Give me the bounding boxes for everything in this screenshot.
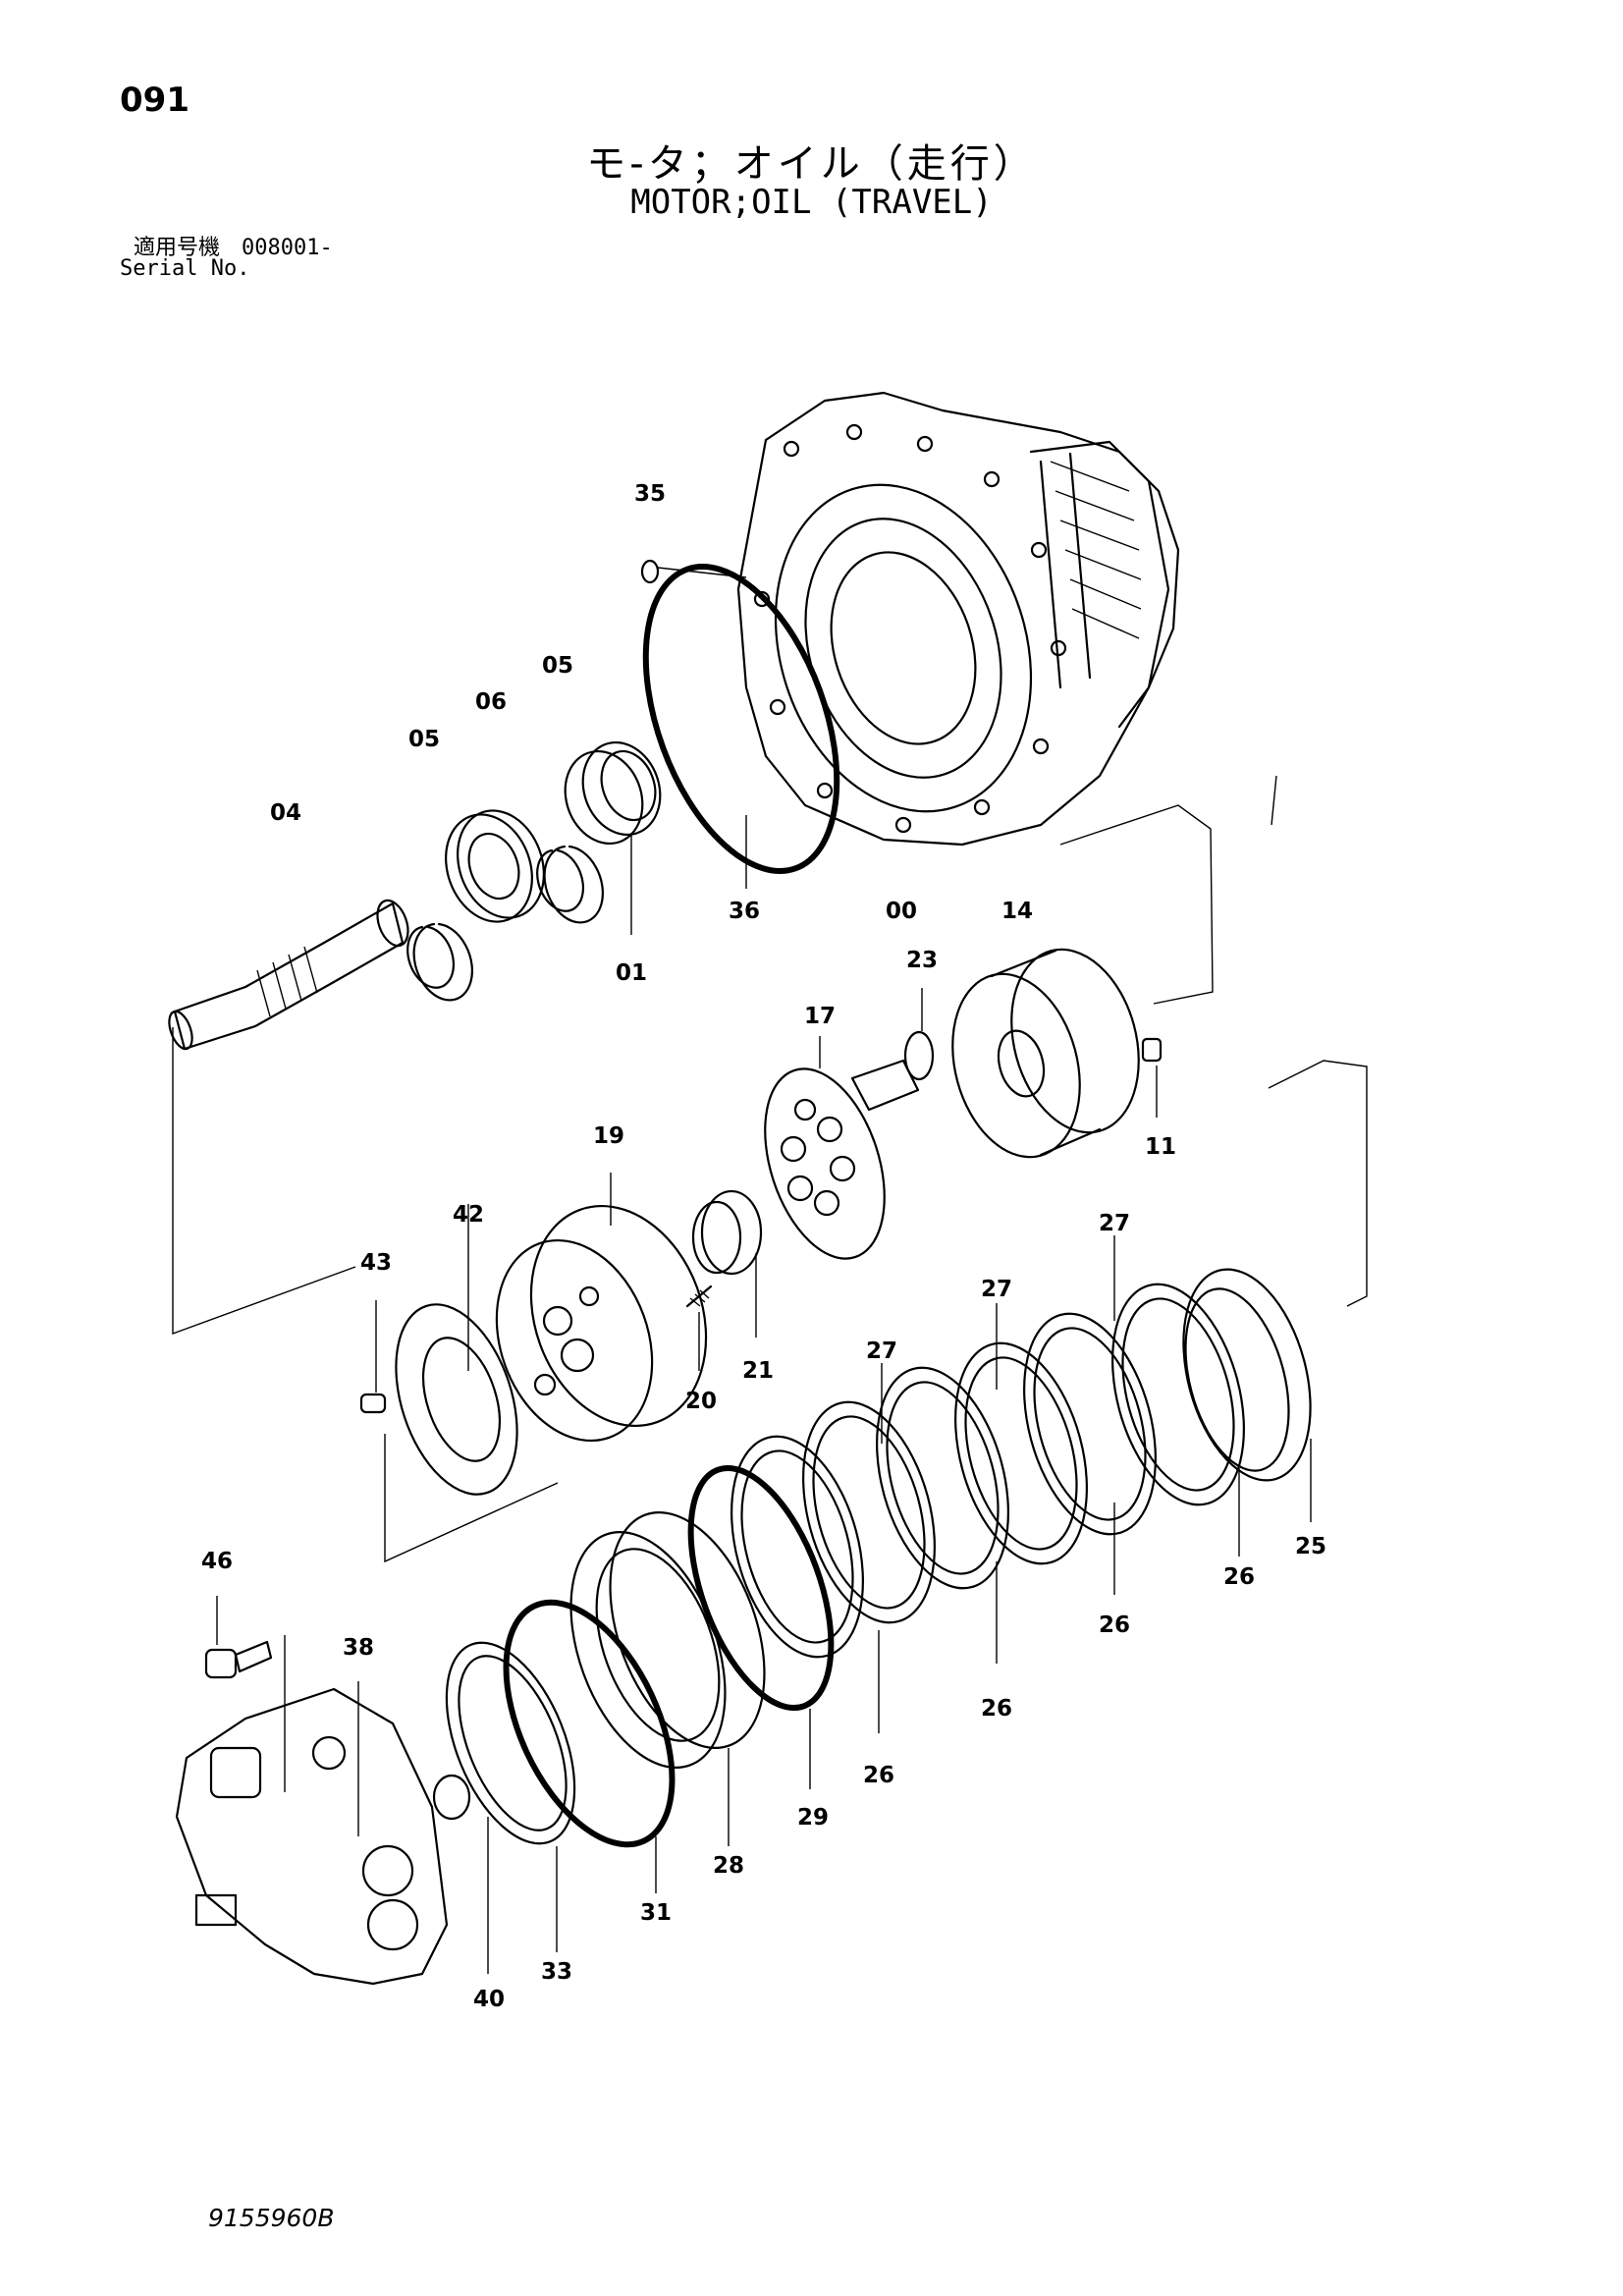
callout-26-a: 26 — [1223, 1564, 1255, 1590]
callout-35: 35 — [634, 481, 666, 507]
part-ring-33 — [445, 1641, 576, 1845]
serial-label-japanese: 適用号機 008001- — [134, 236, 333, 260]
callout-14: 14 — [1001, 899, 1033, 924]
callout-26-d: 26 — [863, 1763, 894, 1788]
callout-21: 21 — [742, 1358, 774, 1384]
page-number: 091 — [120, 81, 189, 120]
part-bearing-06 — [445, 809, 545, 923]
part-shaft-04 — [168, 899, 409, 1051]
part-o-ring-36 — [642, 564, 840, 874]
callout-29: 29 — [797, 1805, 829, 1831]
callout-27-c: 27 — [1099, 1211, 1130, 1236]
callout-05-lower: 05 — [408, 727, 440, 752]
part-plug-35 — [640, 559, 660, 584]
callout-26-c: 26 — [981, 1696, 1012, 1722]
callout-labels: 35 05 06 05 04 36 00 01 14 23 17 11 19 4… — [201, 481, 1326, 2012]
part-housing — [736, 391, 1180, 847]
leader-lines — [172, 567, 1368, 1974]
part-snap-ring-05 — [406, 845, 604, 1002]
part-piston-14 — [951, 948, 1140, 1159]
callout-36: 36 — [729, 899, 760, 924]
callout-40: 40 — [473, 1987, 505, 2012]
callout-33: 33 — [541, 1959, 572, 1985]
callout-27-a: 27 — [866, 1339, 897, 1364]
part-piston-28 — [569, 1511, 766, 1769]
part-seal-01 — [564, 740, 662, 846]
callout-46: 46 — [201, 1549, 233, 1574]
callout-00: 00 — [886, 899, 917, 924]
part-bolt-46 — [204, 1640, 273, 1679]
callout-26-b: 26 — [1099, 1613, 1130, 1638]
callout-11: 11 — [1145, 1134, 1176, 1160]
callout-20: 20 — [685, 1389, 717, 1414]
callout-38: 38 — [343, 1635, 374, 1661]
part-pin-43 — [359, 1393, 387, 1414]
callout-23: 23 — [906, 948, 938, 973]
callout-06: 06 — [475, 689, 507, 715]
callout-42: 42 — [453, 1202, 484, 1228]
part-cylinder-block-19 — [495, 1204, 708, 1443]
serial-label-english: Serial No. — [120, 256, 250, 281]
part-plates-26-27 — [730, 1268, 1312, 1659]
callout-28: 28 — [713, 1853, 744, 1879]
document-code: 9155960B — [208, 2204, 335, 2232]
callout-27-b: 27 — [981, 1277, 1012, 1302]
page-title-english: MOTOR;OIL (TRAVEL) — [630, 183, 993, 222]
callout-17: 17 — [804, 1004, 836, 1029]
page-title-japanese: モ-タ；オイル（走行） — [586, 141, 1037, 187]
callout-31: 31 — [640, 1900, 672, 1926]
part-pin-11 — [1141, 1037, 1163, 1063]
part-swash-plate-42 — [395, 1303, 518, 1496]
part-bearing-21 — [691, 1189, 763, 1276]
callout-01: 01 — [616, 960, 647, 986]
part-bearing-40 — [432, 1774, 471, 1821]
callout-04: 04 — [270, 800, 301, 826]
part-cover-38 — [175, 1687, 449, 1986]
callout-19: 19 — [593, 1123, 624, 1149]
part-o-ring-31 — [503, 1599, 676, 1848]
part-valve-23 — [850, 1030, 935, 1112]
callout-43: 43 — [360, 1250, 392, 1276]
part-valve-plate-17 — [764, 1067, 886, 1260]
callout-25: 25 — [1295, 1534, 1326, 1559]
callout-05-upper: 05 — [542, 653, 573, 679]
